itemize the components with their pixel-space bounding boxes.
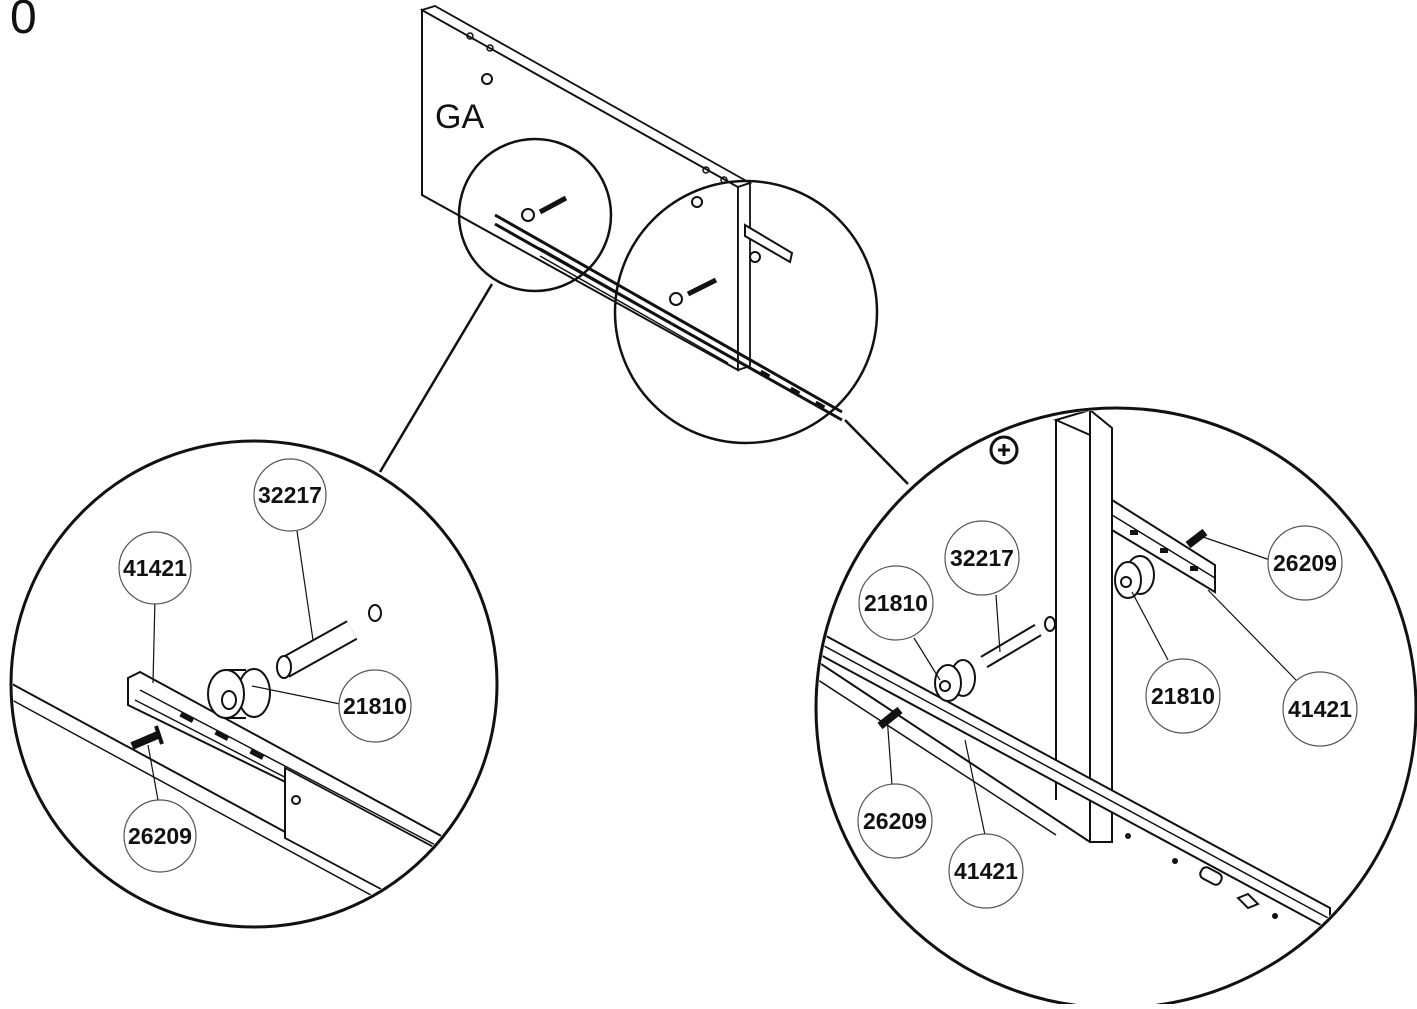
svg-text:41421: 41421 [123, 555, 187, 581]
hole-icon [486, 44, 494, 52]
left-callout-32217: 32217 [253, 458, 327, 532]
spacer-part [1114, 555, 1155, 599]
svg-text:26209: 26209 [863, 808, 927, 834]
right-callout-41421-b: 41421 [948, 833, 1024, 909]
svg-text:41421: 41421 [954, 858, 1018, 884]
svg-text:41421: 41421 [1288, 696, 1352, 722]
spacer-part [207, 668, 271, 719]
hole-icon [702, 166, 710, 174]
drawer-rail-overview [494, 213, 843, 422]
left-callout-26209: 26209 [123, 799, 197, 873]
left-callout-41421: 41421 [118, 531, 192, 605]
svg-text:21810: 21810 [343, 693, 407, 719]
panel-label: GA [435, 98, 484, 136]
side-panel [421, 8, 739, 372]
right-callout-41421-a: 41421 [1282, 671, 1358, 747]
dowel-part [276, 604, 382, 679]
right-callout-32217: 32217 [944, 520, 1020, 596]
detail-circle-left [457, 137, 613, 293]
svg-text:26209: 26209 [1273, 550, 1337, 576]
side-panel-side-edge [737, 181, 751, 372]
cam-hole-icon [691, 196, 703, 208]
right-callout-26209-a: 26209 [1267, 525, 1343, 601]
panel-overview: GA [378, 5, 909, 485]
svg-text:26209: 26209 [128, 823, 192, 849]
hole-icon [466, 32, 474, 40]
svg-text:21810: 21810 [1151, 683, 1215, 709]
left-callout-21810: 21810 [338, 669, 412, 743]
step-number: 0 [10, 0, 37, 44]
left-detail [9, 439, 499, 929]
spacer-part [934, 659, 976, 702]
spacer-icon [669, 292, 683, 306]
right-callout-21810-b: 21810 [1145, 658, 1221, 734]
svg-text:32217: 32217 [258, 482, 322, 508]
right-callout-21810-a: 21810 [858, 565, 934, 641]
spacer-icon [521, 208, 535, 222]
svg-text:32217: 32217 [950, 545, 1014, 571]
detail-circle-right [613, 179, 879, 445]
right-callout-26209-b: 26209 [857, 783, 933, 859]
svg-text:21810: 21810 [864, 590, 928, 616]
cam-hole-icon [481, 73, 493, 85]
